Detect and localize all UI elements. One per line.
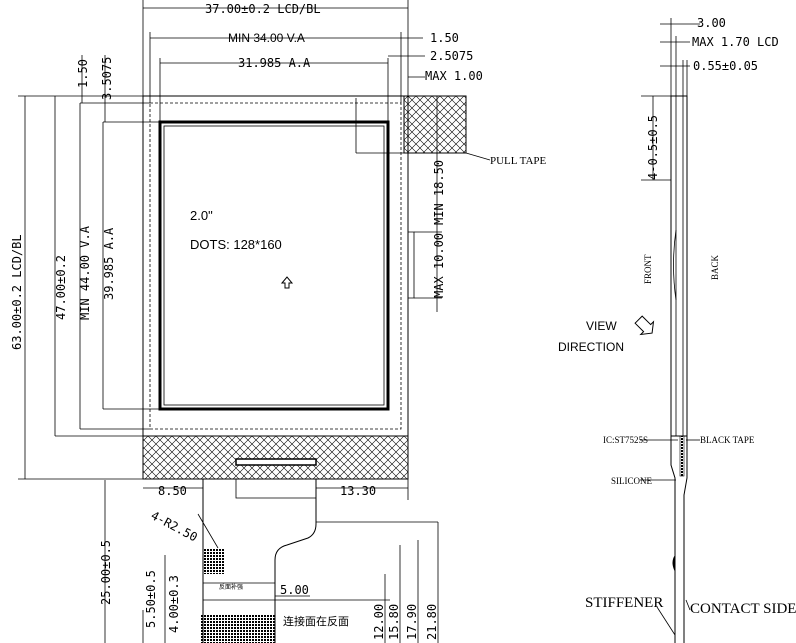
right-dimension-lines — [414, 96, 491, 312]
dim-3-5075: 3.5075 — [100, 57, 114, 100]
dim-tail-length: 25.00±0.5 — [99, 540, 113, 605]
top-dimension-lines — [142, 0, 425, 122]
dim-2-5075: 2.5075 — [430, 49, 473, 63]
label-front: FRONT — [643, 254, 653, 284]
display-dots: DOTS: 128*160 — [190, 237, 282, 252]
dim-4-00: 4.00±0.3 — [167, 575, 181, 633]
pull-tape-label: PULL TAPE — [490, 155, 547, 167]
dim-aa-width: 31.985 A.A — [238, 56, 311, 70]
label-back: BACK — [710, 254, 720, 280]
dim-17-90: 17.90 — [405, 604, 419, 640]
note-contact-back: 连接面在反面 — [283, 615, 349, 628]
label-stiffener: STIFFENER — [585, 595, 663, 611]
display-size: 2.0" — [190, 208, 213, 223]
side-view — [634, 18, 700, 643]
dim-1-50-left: 1.50 — [76, 59, 90, 88]
dim-12-00: 12.00 — [372, 604, 386, 640]
left-dimension-lines — [18, 55, 166, 643]
fpc-tail — [143, 479, 439, 643]
dim-max-1-70: MAX 1.70 LCD — [692, 35, 779, 49]
dim-1-50-top: 1.50 — [430, 31, 459, 45]
dim-8-50: 8.50 — [158, 484, 187, 498]
label-ic: IC:ST7525S — [603, 435, 648, 445]
dim-aa-height: 39.985 A.A — [102, 227, 116, 300]
dim-5-50: 5.50±0.5 — [144, 570, 158, 628]
dim-lcd-height: 63.00±0.2 LCD/BL — [10, 234, 24, 350]
dim-min-18-50: MIN 18.50 — [432, 160, 446, 225]
label-direction: DIRECTION — [558, 340, 624, 354]
dim-max-10-00: MAX 10.00 — [432, 233, 446, 298]
note-stiffener-back: 反面补强 — [219, 583, 243, 591]
dim-4-0-5: 4-0.5±0.5 — [646, 115, 660, 180]
dim-15-80: 15.80 — [387, 604, 401, 640]
label-silicone: SILICONE — [611, 476, 652, 486]
dim-47-00: 47.00±0.2 — [54, 255, 68, 320]
dim-va-height: MIN 44.00 V.A — [78, 225, 92, 320]
dim-lcd-width: 37.00±0.2 LCD/BL — [205, 2, 321, 16]
dim-va-width: MIN 34.00 V.A — [228, 31, 305, 45]
dim-13-30: 13.30 — [340, 484, 376, 498]
dim-5-00: 5.00 — [280, 583, 309, 597]
front-view — [142, 95, 467, 480]
dim-3-00: 3.00 — [697, 16, 726, 30]
label-view: VIEW — [586, 319, 617, 333]
dim-21-80: 21.80 — [425, 604, 439, 640]
dim-radius: 4-R2.50 — [149, 508, 200, 544]
dim-max-1-00: MAX 1.00 — [425, 69, 483, 83]
label-contact-side: CONTACT SIDE — [690, 601, 796, 617]
dim-0-55: 0.55±0.05 — [693, 59, 758, 73]
label-black-tape: BLACK TAPE — [700, 435, 755, 445]
